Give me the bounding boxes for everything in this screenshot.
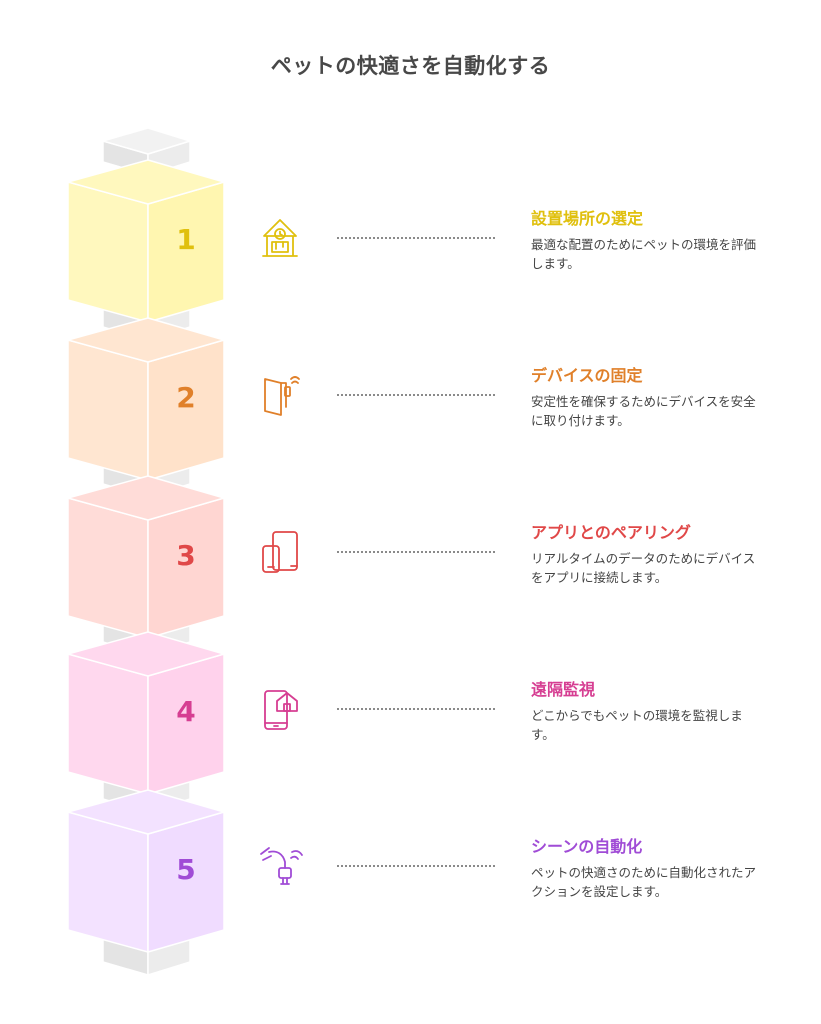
page-title: ペットの快適さを自動化する [270, 54, 551, 78]
step-description-5: ペットの快適さのために自動化されたアクションを設定します。 [531, 865, 757, 899]
step-cube-5: 5 [67, 789, 225, 953]
step-description-1: 最適な配置のためにペットの環境を評価します。 [531, 237, 757, 271]
dotted-connector-3 [337, 551, 495, 553]
step-number-5: 5 [176, 853, 195, 886]
dotted-connector-5 [337, 865, 495, 867]
step-cube-1: 1 [67, 159, 225, 323]
step-title-4: 遠隔監視 [531, 680, 596, 699]
step-cube-4: 4 [67, 631, 225, 795]
step-number-3: 3 [176, 539, 195, 572]
step-description-4: どこからでもペットの環境を監視します。 [531, 708, 743, 742]
dotted-connector-4 [337, 708, 495, 710]
phone-tablet-icon [255, 526, 305, 576]
step-title-2: デバイスの固定 [531, 366, 643, 385]
step-cube-3: 3 [67, 475, 225, 639]
step-cube-2: 2 [67, 317, 225, 481]
step-number-4: 4 [176, 695, 195, 728]
cuckoo-clock-icon [255, 212, 305, 262]
smart-plug-icon [255, 840, 305, 890]
step-description-2: 安定性を確保するためにデバイスを安全に取り付けます。 [531, 394, 756, 428]
step-title-1: 設置場所の選定 [531, 209, 644, 228]
step-title-3: アプリとのペアリング [531, 523, 691, 542]
dotted-connector-2 [337, 394, 495, 396]
step-title-5: シーンの自動化 [531, 837, 643, 856]
phone-home-icon [255, 683, 305, 733]
dotted-connector-1 [337, 237, 495, 239]
step-number-2: 2 [176, 381, 195, 414]
step-number-1: 1 [176, 223, 195, 256]
door-sensor-icon [255, 369, 305, 419]
step-description-3: リアルタイムのデータのためにデバイスをアプリに接続します。 [531, 551, 756, 585]
